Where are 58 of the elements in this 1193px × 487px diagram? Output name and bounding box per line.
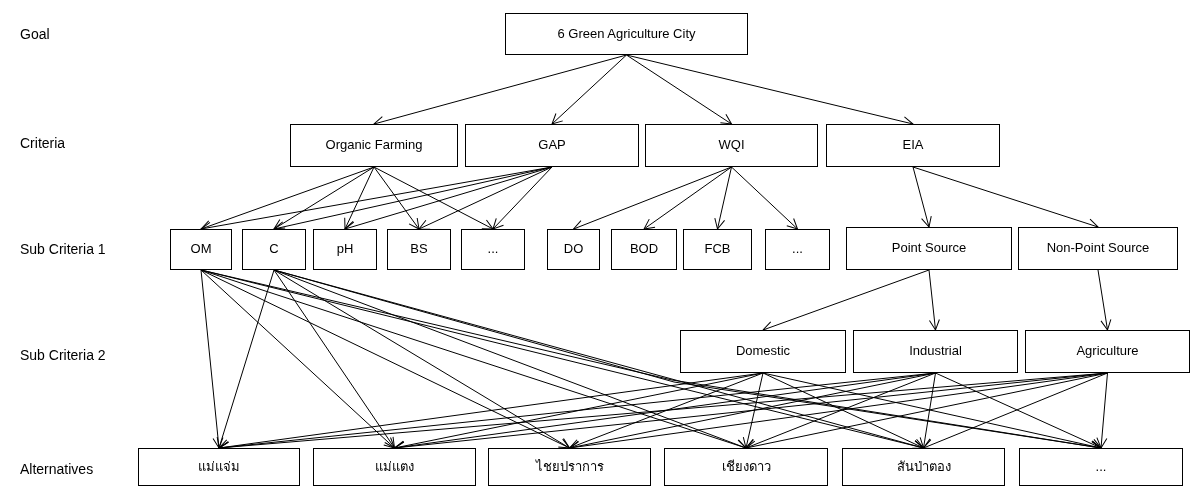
node-box: ... <box>1019 448 1183 486</box>
level-label: Criteria <box>20 136 66 150</box>
arrow <box>200 269 224 449</box>
arrow <box>492 166 553 230</box>
node-box: Non-Point Source <box>1018 227 1178 270</box>
arrow <box>573 166 732 231</box>
node-box: pH <box>313 229 377 270</box>
arrow <box>762 269 930 332</box>
arrow <box>273 269 570 449</box>
arrow <box>912 166 932 228</box>
level-label: Alternatives <box>20 462 94 476</box>
node-box: Agriculture <box>1025 330 1190 373</box>
node-box: WQI <box>645 124 818 167</box>
arrow <box>373 166 494 230</box>
node-box: Point Source <box>846 227 1012 270</box>
arrow <box>714 166 732 230</box>
arrow <box>742 372 764 449</box>
node-box: Organic Farming <box>290 124 458 167</box>
arrow <box>928 269 940 331</box>
node-box: C <box>242 229 306 270</box>
level-label: Sub Criteria 1 <box>20 242 106 256</box>
arrow <box>762 372 924 449</box>
node-box: EIA <box>826 124 1000 167</box>
arrow <box>373 166 420 230</box>
node-box: แม่แตง <box>313 448 476 486</box>
node-box: Industrial <box>853 330 1018 373</box>
arrow <box>919 372 936 449</box>
arrow <box>418 166 553 230</box>
arrow <box>344 166 375 230</box>
arrow <box>626 54 732 125</box>
node-box: DO <box>547 229 600 270</box>
arrow <box>569 372 764 450</box>
node-box: 6 Green Agriculture City <box>505 13 748 55</box>
node-box: ... <box>461 229 525 270</box>
arrow <box>273 166 375 230</box>
node-box: OM <box>170 229 232 270</box>
arrow <box>273 269 395 449</box>
node-box: Domestic <box>680 330 846 373</box>
level-label: Goal <box>20 27 50 41</box>
node-box: ไชยปราการ <box>488 448 651 486</box>
node-box: FCB <box>683 229 752 270</box>
node-box: BS <box>387 229 451 270</box>
arrow <box>200 269 395 449</box>
node-box: แม่แจ่ม <box>138 448 300 486</box>
level-label: Sub Criteria 2 <box>20 348 106 362</box>
arrow <box>216 269 275 449</box>
node-box: ... <box>765 229 830 270</box>
arrow <box>551 54 627 125</box>
arrow <box>731 166 798 230</box>
node-box: BOD <box>611 229 677 270</box>
node-box: GAP <box>465 124 639 167</box>
arrow <box>200 269 570 449</box>
arrow <box>1096 372 1108 449</box>
node-box: เชียงดาว <box>664 448 828 486</box>
arrow <box>745 372 936 450</box>
arrow <box>643 166 732 230</box>
arrow <box>1097 269 1112 331</box>
node-box: สันป่าตอง <box>842 448 1005 486</box>
